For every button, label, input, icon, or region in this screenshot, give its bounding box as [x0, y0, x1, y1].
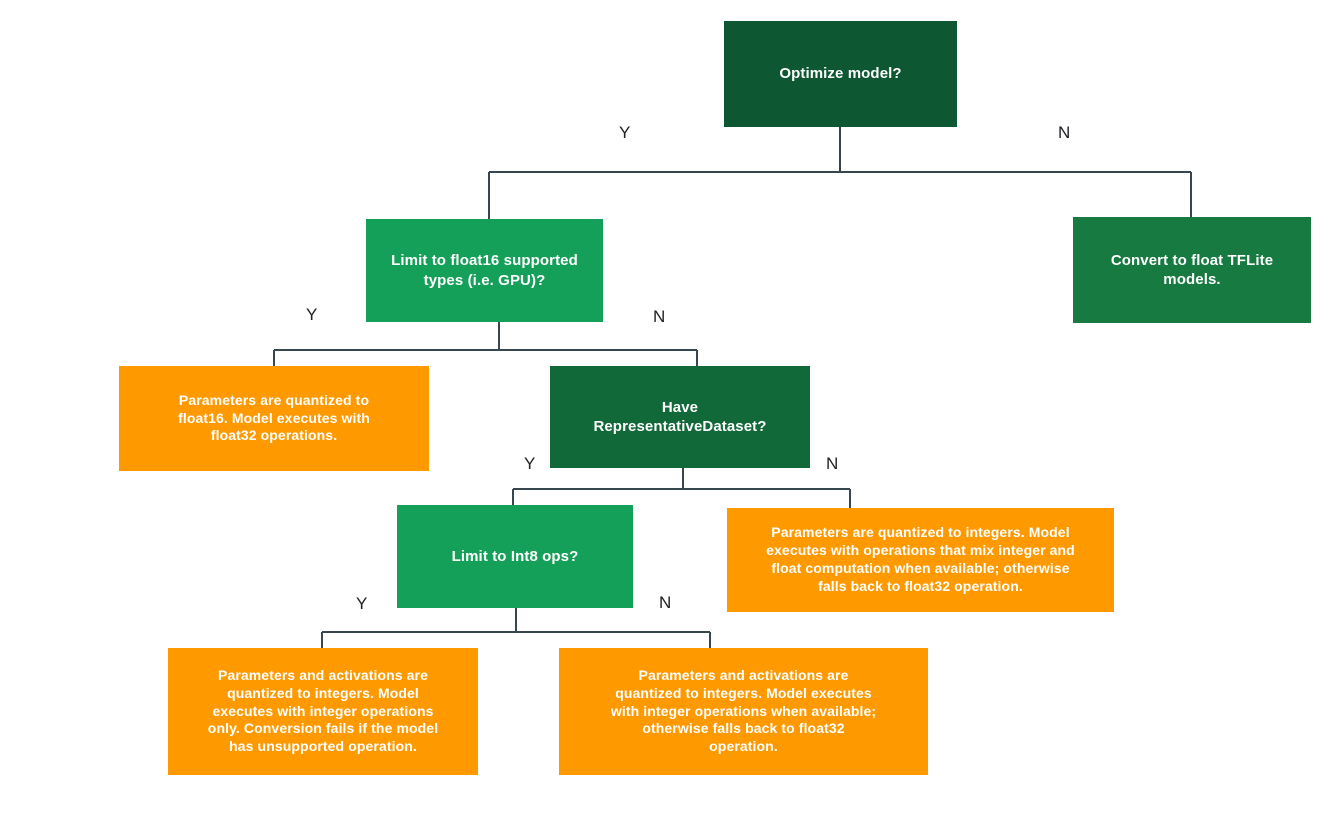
node-dynamic-range-result[interactable]: Parameters are quantized to integers. Mo… — [727, 508, 1114, 612]
node-limit-int8-ops[interactable]: Limit to Int8 ops? — [397, 505, 633, 608]
node-limit-int8-ops-label: Limit to Int8 ops? — [451, 547, 579, 565]
node-optimize-model[interactable]: Optimize model? — [724, 21, 957, 127]
node-convert-float-tflite-label: Convert to float TFLite models. — [1110, 251, 1274, 288]
node-limit-float16[interactable]: Limit to float16 supported types (i.e. G… — [366, 219, 603, 322]
node-convert-float-tflite[interactable]: Convert to float TFLite models. — [1073, 217, 1311, 323]
node-have-representative-dataset-label: Have RepresentativeDataset? — [593, 398, 767, 435]
node-limit-float16-label: Limit to float16 supported types (i.e. G… — [391, 252, 578, 289]
node-float16-result-label: Parameters are quantized to float16. Mod… — [178, 391, 370, 444]
node-have-representative-dataset[interactable]: Have RepresentativeDataset? — [550, 366, 810, 468]
edge-label-int8-yes: Y — [356, 594, 368, 613]
edge-label-optimize-no: N — [1058, 123, 1071, 142]
node-dynamic-range-result-label: Parameters are quantized to integers. Mo… — [766, 524, 1075, 594]
edge-label-float16-no: N — [653, 307, 666, 326]
node-full-int-only-result-label: Parameters and activations are quantized… — [207, 666, 439, 755]
edge-label-int8-no: N — [659, 593, 672, 612]
edge-label-optimize-yes: Y — [619, 123, 631, 142]
edge-label-dataset-no: N — [826, 454, 839, 473]
node-float16-result[interactable]: Parameters are quantized to float16. Mod… — [119, 366, 429, 471]
edge-label-dataset-yes: Y — [524, 454, 536, 473]
edge-label-float16-yes: Y — [306, 305, 318, 324]
node-full-int-fallback-result[interactable]: Parameters and activations are quantized… — [559, 648, 928, 775]
node-full-int-only-result[interactable]: Parameters and activations are quantized… — [168, 648, 478, 775]
node-full-int-fallback-result-label: Parameters and activations are quantized… — [610, 666, 877, 755]
node-optimize-model-label: Optimize model? — [779, 65, 902, 83]
